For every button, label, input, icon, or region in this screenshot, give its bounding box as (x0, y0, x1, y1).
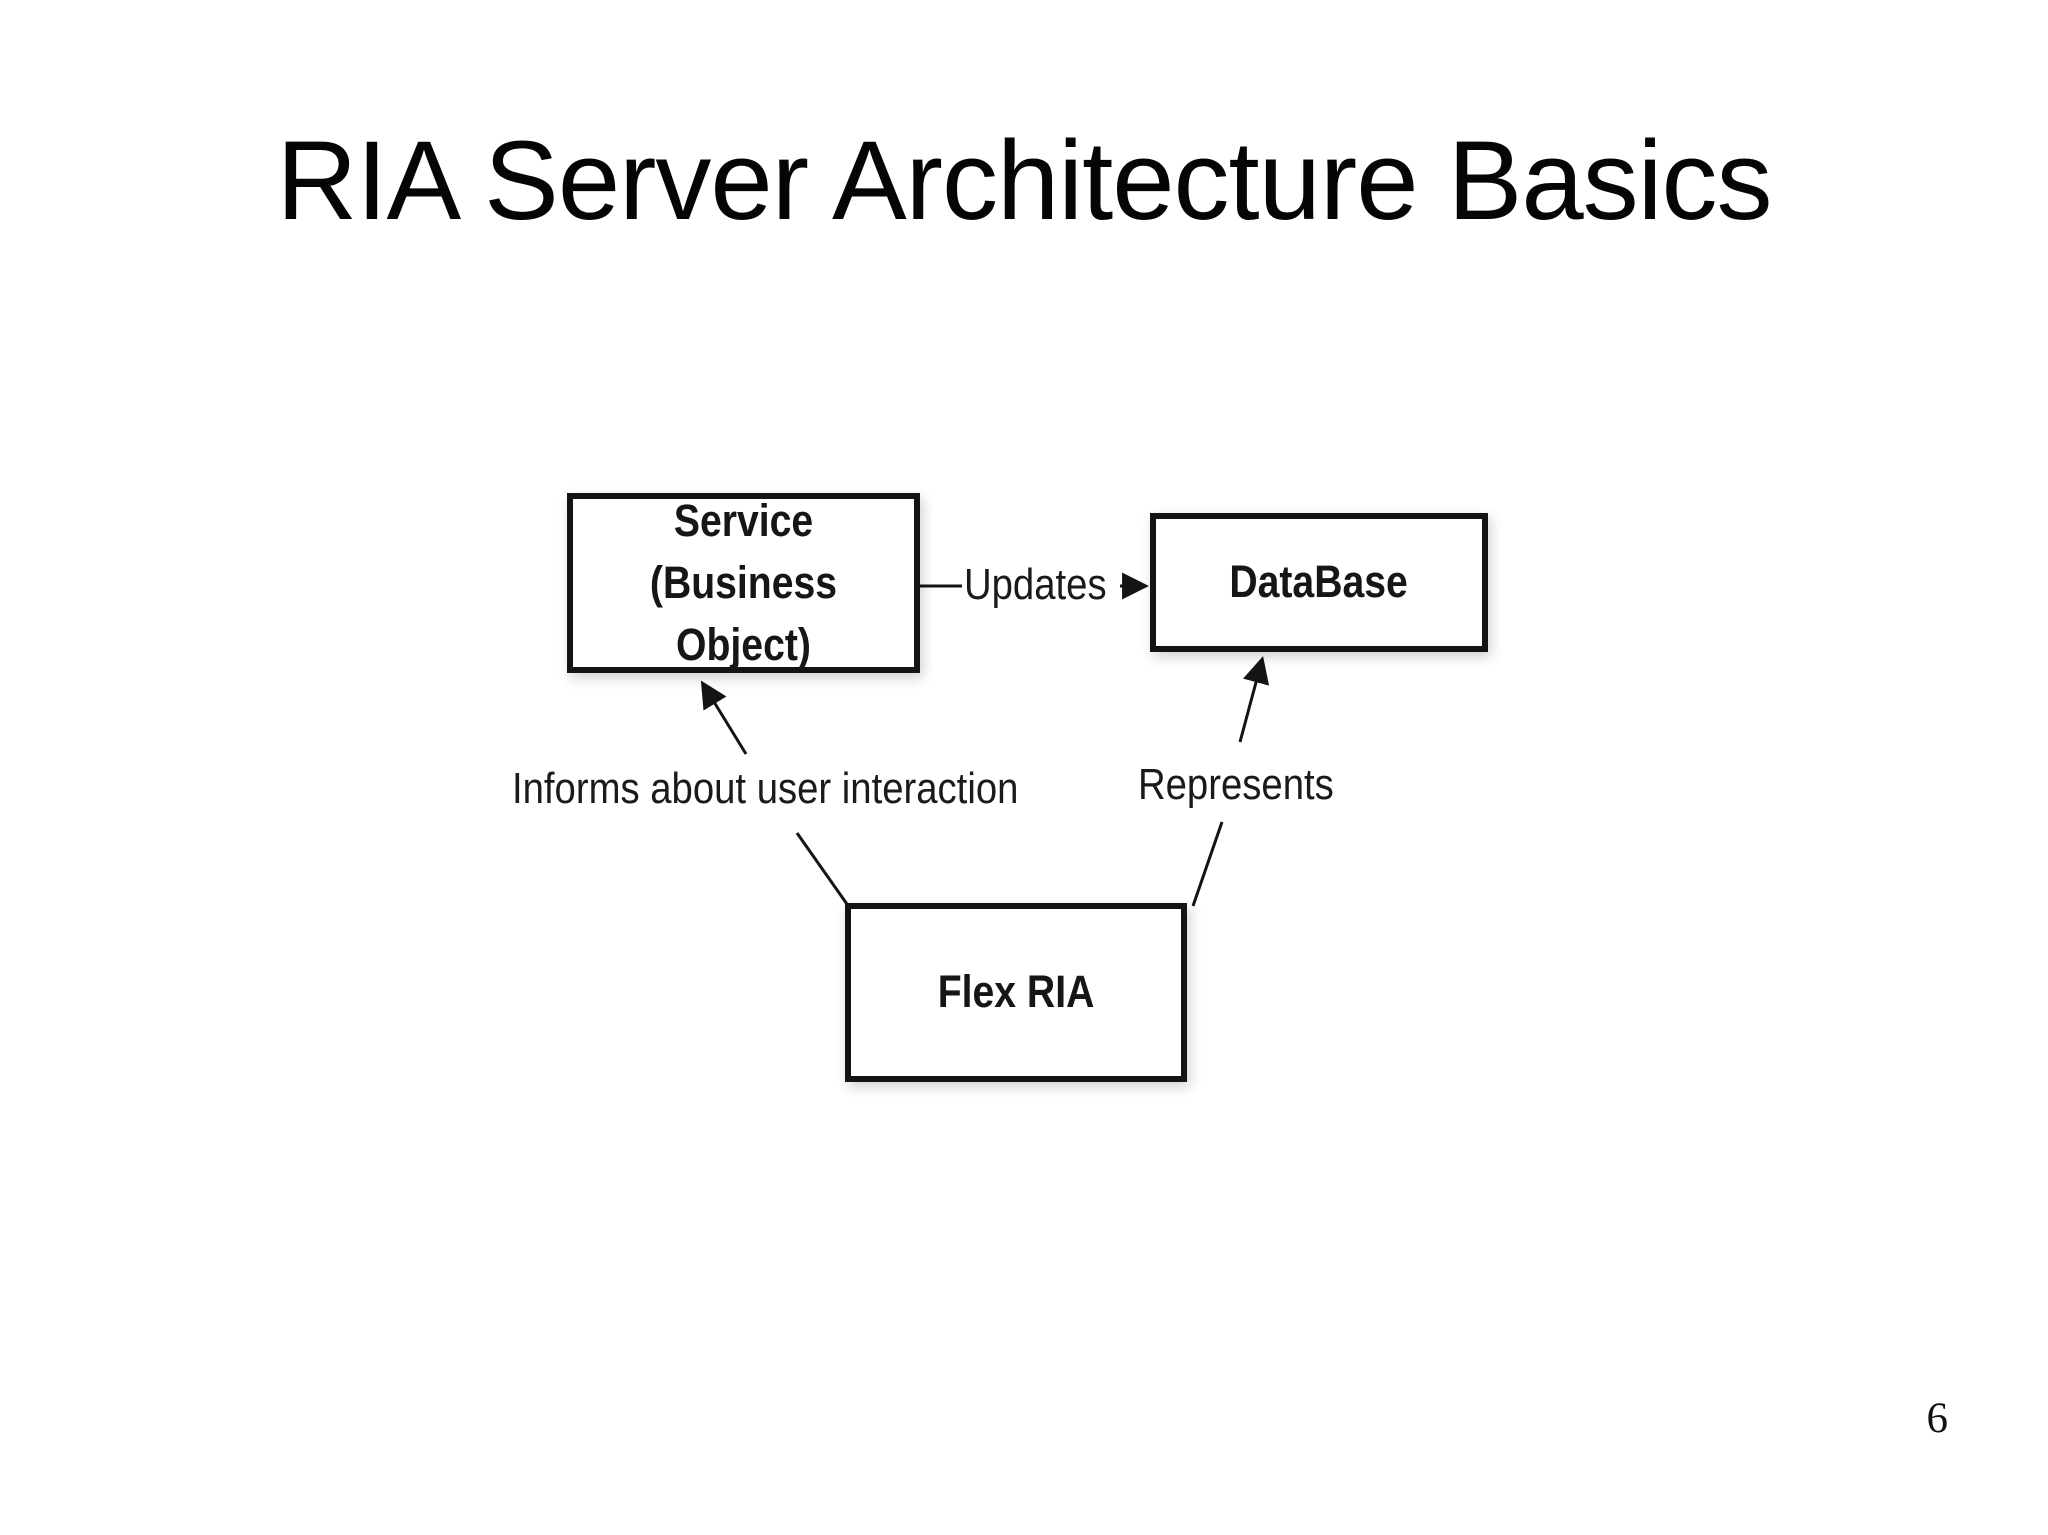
represents-arrow-to-database (1238, 656, 1270, 743)
represents-line-from-flexria (1191, 821, 1224, 907)
node-flex-ria-label: Flex RIA (937, 966, 1095, 1018)
informs-line-from-flexria (795, 832, 851, 908)
edge-label-updates: Updates (964, 560, 1107, 609)
node-service: Service (Business Object) (567, 493, 920, 673)
node-flex-ria: Flex RIA (845, 903, 1187, 1082)
edge-label-informs-about-user-interaction: Informs about user interaction (512, 764, 1019, 813)
informs-arrow-to-service (700, 680, 748, 755)
node-service-label: Service (Business Object) (649, 494, 838, 671)
edge-label-represents: Represents (1138, 760, 1334, 809)
node-database-label: DataBase (1229, 556, 1409, 608)
node-database: DataBase (1150, 513, 1488, 652)
slide-title: RIA Server Architecture Basics (276, 118, 1772, 243)
page-number: 6 (1926, 1395, 1949, 1442)
